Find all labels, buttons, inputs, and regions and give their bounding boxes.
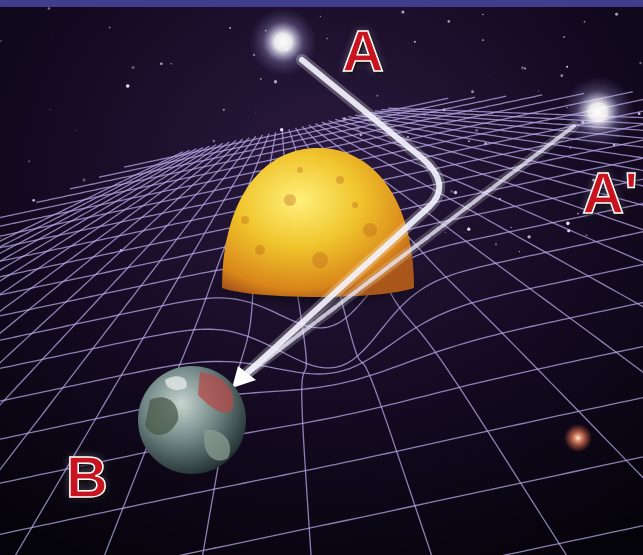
background-star	[49, 109, 50, 110]
point-label: A	[342, 22, 384, 80]
grid-line	[0, 148, 203, 555]
grid-line	[0, 74, 643, 427]
background-star	[171, 63, 172, 64]
grid-line	[0, 40, 643, 555]
background-star	[401, 10, 404, 13]
background-star	[560, 74, 563, 77]
background-star	[260, 78, 262, 80]
background-star	[471, 90, 474, 93]
background-star	[467, 228, 470, 231]
grid-line	[0, 85, 643, 311]
background-star	[28, 161, 29, 162]
background-star	[126, 84, 130, 88]
background-star	[563, 36, 565, 38]
background-star	[32, 199, 35, 202]
arrowhead	[232, 366, 256, 388]
background-star	[524, 68, 526, 70]
background-star	[527, 235, 530, 238]
background-star	[445, 232, 446, 233]
earth-body	[138, 366, 246, 474]
background-star	[376, 95, 378, 97]
background-star	[519, 251, 520, 252]
background-star	[132, 66, 135, 69]
background-star	[495, 243, 497, 245]
background-star	[48, 7, 51, 10]
background-star	[160, 62, 163, 65]
apparent-ray	[250, 126, 574, 372]
background-star	[615, 13, 618, 16]
background-star	[223, 109, 225, 111]
background-star	[465, 232, 467, 234]
star-a-prime	[562, 76, 634, 148]
background-star	[488, 76, 490, 78]
grid-line	[342, 118, 643, 499]
background-star	[450, 190, 452, 192]
light-ray-actual	[246, 60, 439, 374]
background-star	[577, 213, 579, 215]
earth	[138, 366, 246, 474]
background-star	[510, 227, 511, 228]
earth-continents	[145, 372, 233, 461]
background-star	[447, 20, 450, 23]
background-star	[639, 62, 642, 65]
grid-line	[0, 18, 643, 555]
point-label: B	[66, 448, 108, 506]
background-star	[468, 140, 470, 142]
grid-line	[0, 78, 643, 382]
background-star	[75, 129, 77, 131]
background-star	[414, 41, 416, 43]
background-star	[475, 129, 478, 132]
top-band	[0, 0, 643, 7]
light-ray-glow	[246, 60, 439, 374]
background-star	[566, 222, 570, 226]
grid-line	[0, 49, 643, 555]
grid-line	[0, 140, 236, 555]
background-star	[482, 39, 484, 41]
grid-line	[0, 145, 216, 555]
background-star	[326, 38, 327, 39]
grid-line	[0, 149, 196, 555]
grid-line	[0, 143, 223, 555]
point-label: A'	[582, 164, 638, 222]
background-star	[109, 27, 111, 29]
background-star	[482, 14, 484, 16]
light-paths	[232, 60, 574, 388]
background-star	[585, 234, 587, 236]
grid-line	[0, 146, 210, 555]
red-star	[564, 424, 592, 452]
background-star	[265, 86, 267, 88]
background-star	[407, 136, 409, 138]
background-star	[521, 66, 524, 69]
background-star	[320, 16, 321, 17]
background-star	[82, 178, 85, 181]
grid-line	[0, 30, 643, 555]
background-star	[454, 191, 457, 194]
background-star	[584, 21, 586, 23]
background-star	[51, 35, 52, 36]
background-star	[254, 111, 256, 113]
grid-line	[0, 133, 269, 555]
grid-line	[355, 115, 643, 419]
grid-line	[0, 57, 643, 555]
grid-line	[0, 5, 643, 555]
background-star	[0, 40, 2, 42]
background-star	[229, 27, 231, 29]
background-star	[538, 90, 539, 91]
background-star	[0, 237, 1, 239]
apparent-ray-glow	[250, 126, 574, 372]
grid-line	[0, 69, 643, 478]
background-star	[274, 80, 277, 83]
background-star	[213, 140, 216, 143]
background-star	[566, 66, 568, 68]
